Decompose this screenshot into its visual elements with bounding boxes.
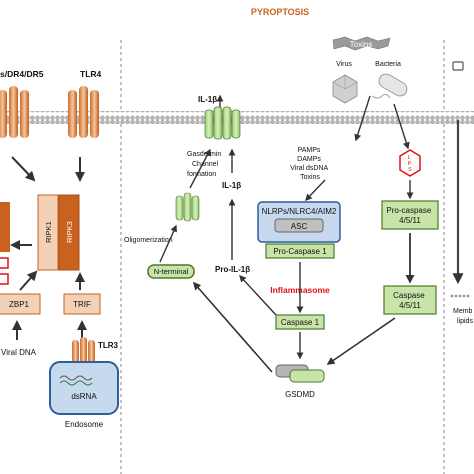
arrow-pathogen-to-pamps [354, 95, 371, 142]
membrane-lipids-label: Memb lipids [453, 308, 474, 325]
asc-box [274, 218, 324, 233]
arrow-oligomerization [159, 224, 177, 263]
oligomerization-label: Oligomerization [124, 237, 173, 244]
gsdmd-label: GSDMD [285, 390, 315, 399]
zbp1-label: ZBP1 [9, 300, 30, 309]
caspase-4511-box [383, 285, 437, 315]
nlrps-label: NLRPs/NLRC4/AIM2 [262, 207, 337, 216]
caspase1-label: Caspase 1 [281, 318, 320, 327]
toxins-label: Toxins [350, 40, 373, 49]
gsdmd-protein [275, 364, 325, 383]
bacteria-icon [378, 73, 408, 97]
pamps-damps-text: PAMPs DAMPs Viral dsDNA Toxins [290, 147, 330, 181]
gasdermin-pore [204, 106, 241, 140]
il1b-top-label: IL-1β [198, 95, 217, 104]
trif-label: TRIF [73, 300, 91, 309]
lps-hexagon [399, 149, 421, 177]
trif-box [63, 293, 101, 315]
gasdermin-channel-text: Gasdermin Channel formation [187, 151, 223, 178]
caspase8-block [0, 202, 10, 252]
arrow-gsdmd-to-n-terminal [192, 281, 273, 373]
header-title: PYROPTOSIS [251, 7, 309, 17]
tlr3-label: TLR3 [98, 341, 119, 350]
red-marker-1 [0, 257, 9, 269]
toxins-shape [332, 36, 391, 51]
gasdermin-oligomer [175, 192, 200, 222]
arrow-caspase1-to-pro-il1b [239, 274, 277, 316]
lps-label: L P S [407, 155, 412, 173]
arrow-death-to-ripk [11, 156, 36, 182]
membrane-lipids-icon [450, 294, 470, 298]
tlr4-label: TLR4 [80, 69, 102, 79]
zbp1-box [0, 293, 41, 315]
ripk1-label: RIPK1 [44, 221, 53, 243]
death-receptor-label: s/DR4/DR5 [0, 69, 44, 79]
pro-il1b-label: Pro-IL-1β [215, 265, 250, 274]
ripk3-label: RIPK3 [65, 221, 74, 243]
dsrna-label: dsRNA [71, 392, 97, 401]
il1b-mid-label: IL-1β [222, 181, 241, 190]
virus-label: Virus [336, 61, 352, 68]
asc-label: ASC [291, 222, 308, 231]
pro-caspase1-label: Pro-Caspase 1 [273, 247, 327, 256]
arrow-pamps-to-nlrp [305, 179, 326, 202]
pro-caspase-4511-box [381, 200, 439, 230]
endosome-label: Endosome [65, 420, 104, 429]
pro-caspase1-box [265, 243, 335, 259]
n-terminal-label: N-terminal [154, 267, 189, 276]
ripk1-box [37, 194, 59, 271]
viral-dna-label: Viral DNA [1, 348, 37, 357]
tlr4-receptor [68, 86, 99, 138]
arrow-zbp1-up [19, 270, 38, 291]
n-terminal-pill [147, 264, 195, 279]
arrow-caspase-4511-to-gsdmd [326, 317, 396, 365]
caspase-4511-label: Caspase 4/5/11 [393, 291, 427, 310]
dsrna-strand [59, 375, 93, 381]
death-receptor-complex [0, 86, 29, 138]
caspase1-box [275, 314, 325, 330]
tlr3-receptor [72, 337, 95, 364]
endosome-compartment [49, 361, 119, 415]
ripk3-box [58, 194, 80, 271]
arrow-bacteria-to-lps [393, 103, 410, 150]
pro-caspase-4511-label: Pro-caspase 4/5/11 [386, 206, 433, 225]
legend-icon [452, 61, 464, 71]
red-marker-2 [0, 273, 9, 285]
bacteria-label: Bacteria [375, 61, 401, 68]
arrow-channel-formation [189, 148, 211, 189]
